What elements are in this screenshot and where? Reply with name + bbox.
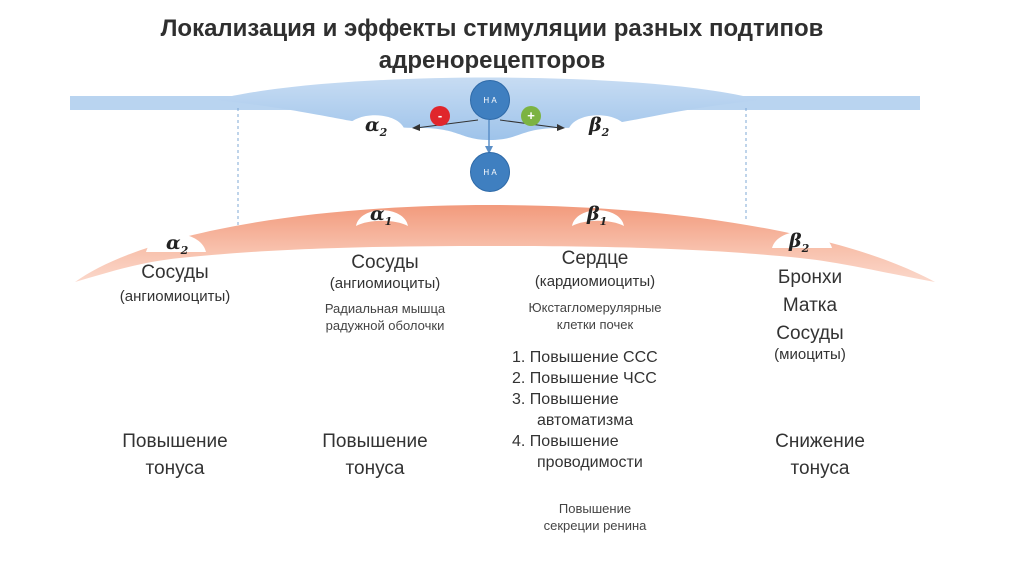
na-bottom-label: Н А [483, 167, 497, 177]
greek-letter: β [789, 230, 802, 252]
b2-effect: Снижение тонуса [740, 428, 900, 482]
greek-letter: β [587, 203, 600, 225]
b1-effect-3-cont: автоматизма [537, 412, 634, 429]
a1-effect-line1: Повышение [322, 431, 428, 452]
b1-extra-line1: Юкстагломерулярные [528, 300, 662, 315]
b1-effect-4-cont: проводимости [537, 454, 643, 471]
b1-secretion: Повышение секреции ренина [515, 500, 675, 534]
a1-extra: Радиальная мышца радужной оболочки [300, 300, 470, 334]
b1-organ: Сердце [561, 248, 629, 269]
a2-effect-line2: тонуса [145, 458, 205, 479]
arrow-head-a2 [412, 124, 420, 131]
receptor-label-a1: α1 [370, 203, 392, 228]
greek-subscript: 2 [379, 125, 388, 139]
receptor-label-presyn-b2: β2 [589, 114, 609, 139]
inhibition-minus-icon: - [430, 106, 450, 126]
a2-cells: (ангиомиоциты) [119, 288, 231, 305]
post-a1-notch [356, 210, 408, 226]
b1-effect-4: 4. Повышение [512, 433, 619, 450]
greek-subscript: 2 [601, 125, 610, 139]
a1-cells: (ангиомиоциты) [329, 275, 441, 292]
a1-effect: Повышение тонуса [295, 428, 455, 482]
b1-effect-1: 1. Повышение ССС [512, 349, 658, 366]
arrow-to-a2 [415, 119, 479, 129]
greek-letter: α [365, 114, 380, 136]
b1-extra-line2: клетки почек [556, 317, 634, 332]
a1-effect-line2: тонуса [345, 458, 405, 479]
a2-effect-line1: Повышение [122, 431, 228, 452]
greek-subscript: 2 [801, 241, 810, 255]
b2-effect-line1: Снижение [775, 431, 865, 452]
a1-extra-line1: Радиальная мышца [324, 301, 446, 316]
title-line-1: Локализация и эффекты стимуляции разных … [160, 15, 824, 42]
arrow-head-b2 [557, 124, 565, 131]
greek-letter: α [370, 203, 385, 225]
b2-organ-3: Сосуды [776, 323, 844, 344]
receptor-label-presyn-a2: α2 [365, 114, 387, 139]
a2-organ: Сосуды [141, 262, 209, 283]
b1-extra: Юкстагломерулярные клетки почек [505, 299, 685, 333]
na-top-label: Н А [483, 95, 497, 105]
postsynaptic-membrane [75, 205, 935, 282]
post-a2-notch [146, 234, 206, 252]
receptor-label-b1: β1 [587, 203, 607, 228]
activation-plus-icon: + [521, 106, 541, 126]
greek-subscript: 1 [384, 214, 393, 228]
title-line-2: адренорецепторов [378, 47, 606, 74]
b2-effect-line2: тонуса [790, 458, 850, 479]
noradrenaline-released-icon: Н А [470, 152, 510, 192]
b1-effect-3: 3. Повышение [512, 391, 619, 408]
b2-cells: (миоциты) [774, 346, 846, 363]
b1-effect-2: 2. Повышение ЧСС [512, 370, 657, 387]
a2-effect: Повышение тонуса [95, 428, 255, 482]
b1-secretion-line1: Повышение [558, 501, 632, 516]
receptor-label-b2: β2 [789, 230, 809, 255]
greek-subscript: 2 [180, 243, 189, 257]
b1-cells: (кардиомиоциты) [534, 273, 656, 290]
greek-subscript: 1 [599, 214, 608, 228]
presynaptic-a2-notch [345, 115, 405, 131]
a1-organ: Сосуды [351, 252, 419, 273]
presynaptic-b2-notch [568, 115, 628, 131]
b1-secretion-line2: секреции ренина [543, 518, 647, 533]
a1-extra-line2: радужной оболочки [325, 318, 445, 333]
b2-organs: Бронхи Матка Сосуды [750, 264, 870, 348]
greek-letter: β [589, 114, 602, 136]
greek-letter: α [166, 232, 181, 254]
post-b2-notch [772, 231, 832, 248]
post-b1-notch [572, 210, 624, 226]
noradrenaline-vesicle-icon: Н А [470, 80, 510, 120]
arrow-head-down [485, 146, 493, 154]
b2-organ-2: Матка [782, 295, 838, 316]
b2-organ-1: Бронхи [777, 267, 843, 288]
receptor-label-a2: α2 [166, 232, 188, 257]
b1-effects-list: 1. Повышение ССС 2. Повышение ЧСС 3. Пов… [512, 347, 658, 473]
